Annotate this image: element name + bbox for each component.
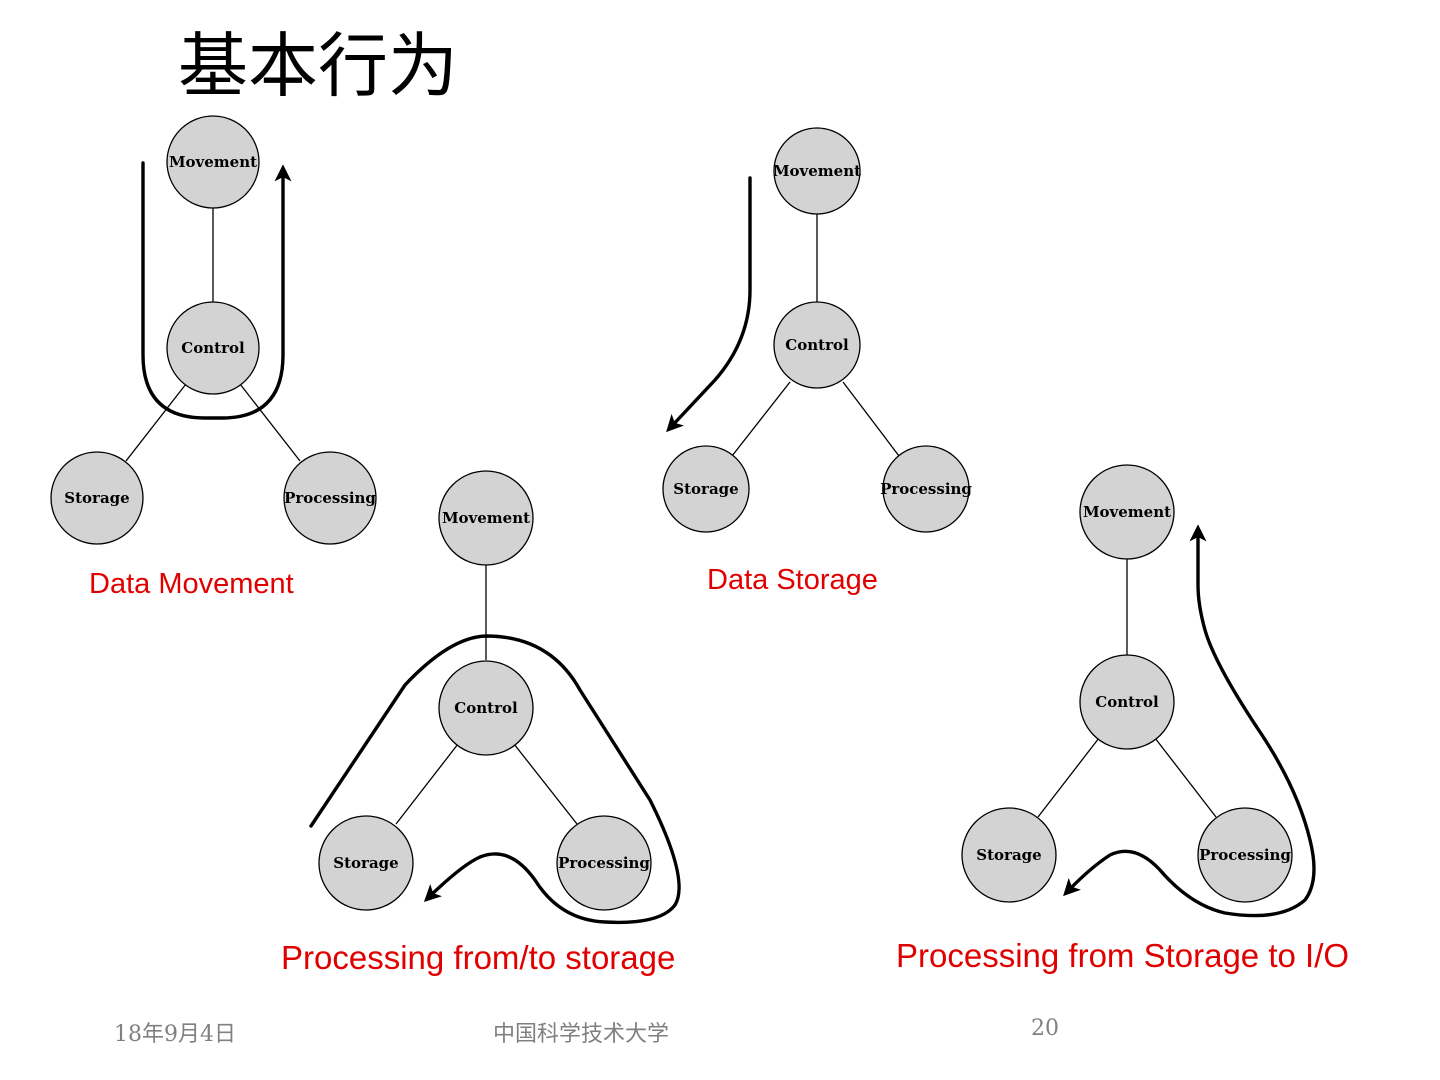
node-processing-label: Processing [880, 480, 972, 498]
node-control: Control [166, 301, 260, 395]
edge-control-processing [513, 743, 578, 825]
node-control: Control [438, 660, 534, 756]
edge-control-processing [842, 381, 900, 457]
edge-control-storage [731, 381, 791, 457]
node-storage: Storage [662, 445, 750, 533]
footer-date: 18年9月4日 [114, 1022, 236, 1047]
edge-control-processing [1154, 737, 1217, 818]
node-movement: Movement [773, 127, 861, 215]
caption-data-movement: Data Movement [89, 568, 294, 600]
node-processing-label: Processing [558, 854, 650, 872]
node-movement-label: Movement [169, 153, 257, 171]
node-processing-label: Processing [1199, 846, 1291, 864]
caption-data-storage: Data Storage [707, 564, 878, 596]
node-movement: Movement [1079, 464, 1175, 560]
node-storage: Storage [318, 815, 414, 911]
slide-title: 基本行为 [178, 25, 458, 107]
node-movement-label: Movement [1083, 503, 1171, 521]
flow-arrow [1063, 524, 1316, 918]
diagram-data-movement: Movement Control Storage Processing [50, 115, 377, 545]
node-control-label: Control [785, 336, 849, 354]
node-storage: Storage [50, 451, 144, 545]
node-processing-label: Processing [284, 489, 376, 507]
node-control: Control [773, 301, 861, 389]
node-processing: Processing [556, 815, 652, 911]
edge-control-storage [125, 383, 187, 462]
node-processing: Processing [1197, 807, 1293, 903]
diagram-processing-io: Movement Control Storage Processing [961, 464, 1316, 918]
node-movement: Movement [166, 115, 260, 209]
edge-control-storage [1037, 737, 1100, 818]
node-processing: Processing [283, 451, 377, 545]
node-movement-label: Movement [442, 509, 530, 527]
edge-control-storage [395, 743, 459, 825]
node-movement-label: Movement [773, 162, 861, 180]
node-storage-label: Storage [64, 489, 129, 507]
diagram-data-storage: Movement Control Storage Processing [662, 127, 972, 533]
node-control-label: Control [1095, 693, 1159, 711]
flow-arrow [141, 161, 292, 420]
node-storage: Storage [961, 807, 1057, 903]
caption-processing-storage: Processing from/to storage [281, 939, 676, 976]
node-processing: Processing [880, 445, 972, 533]
footer-organization: 中国科学技术大学 [493, 1022, 670, 1047]
node-movement: Movement [438, 470, 534, 566]
footer-page-number: 20 [1031, 1016, 1059, 1041]
flow-arrow [666, 176, 752, 433]
edge-control-processing [239, 383, 301, 462]
node-storage-label: Storage [673, 480, 738, 498]
node-storage-label: Storage [976, 846, 1041, 864]
diagram-processing-storage: Movement Control Storage Processing [309, 470, 681, 925]
node-control-label: Control [181, 339, 245, 357]
node-control: Control [1079, 654, 1175, 750]
flow-arrow [309, 634, 681, 925]
node-storage-label: Storage [333, 854, 398, 872]
caption-processing-io: Processing from Storage to I/O [896, 937, 1350, 974]
node-control-label: Control [454, 699, 518, 717]
